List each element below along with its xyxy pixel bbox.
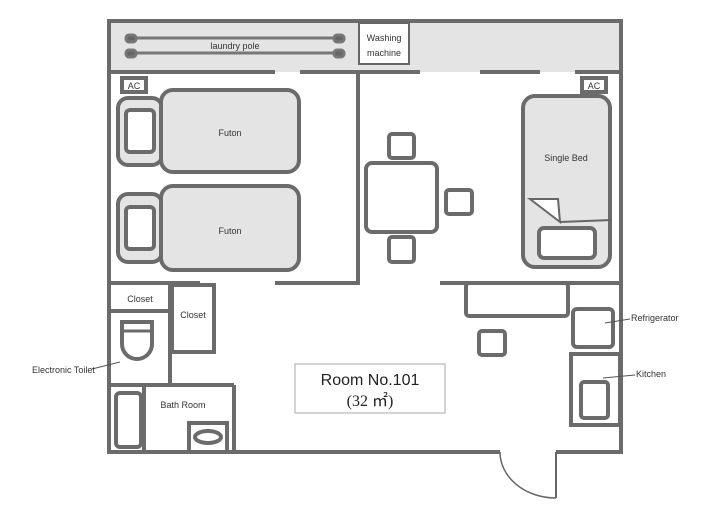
- single-bed-label: Single Bed: [544, 153, 588, 163]
- laundry-pole: [124, 33, 346, 59]
- ac-left-label: AC: [128, 81, 141, 91]
- futon-1-label: Futon: [218, 128, 241, 138]
- entrance-door[interactable]: [499, 450, 557, 499]
- dining-set: [364, 132, 474, 264]
- room-number: Room No.101: [321, 372, 420, 389]
- kitchen-label: Kitchen: [636, 369, 666, 379]
- single-bed: [521, 94, 613, 269]
- bathtub: [114, 391, 143, 449]
- room-area: (32 ㎡): [347, 392, 394, 410]
- toilet-label: Electronic Toilet: [32, 365, 95, 375]
- futon-1: [116, 88, 301, 174]
- toilet-pointer: [91, 361, 121, 370]
- bath-label: Bath Room: [160, 400, 205, 410]
- counter: [464, 281, 570, 318]
- futon-2: [116, 184, 301, 272]
- wash-basin: [187, 421, 229, 454]
- outer-wall: [107, 19, 623, 454]
- refrigerator-label: Refrigerator: [631, 313, 679, 323]
- washing-label: Washing: [367, 33, 402, 43]
- ac-left: [120, 76, 148, 94]
- refrigerator-pointer: [604, 318, 631, 324]
- kitchen: [569, 352, 622, 427]
- ac-right-label: AC: [588, 81, 601, 91]
- closet-2-label: Closet: [180, 310, 206, 320]
- laundry-pole-label: laundry pole: [210, 41, 259, 51]
- refrigerator: [571, 307, 615, 349]
- closet-1-label: Closet: [127, 294, 153, 304]
- toilet: [120, 320, 154, 361]
- kitchen-pointer: [602, 374, 636, 379]
- room-label-box: [294, 363, 446, 414]
- futon-2-label: Futon: [218, 226, 241, 236]
- washing-label: machine: [367, 48, 401, 58]
- stool: [477, 329, 507, 357]
- washing-machine: [358, 22, 410, 65]
- ac-right: [580, 76, 608, 94]
